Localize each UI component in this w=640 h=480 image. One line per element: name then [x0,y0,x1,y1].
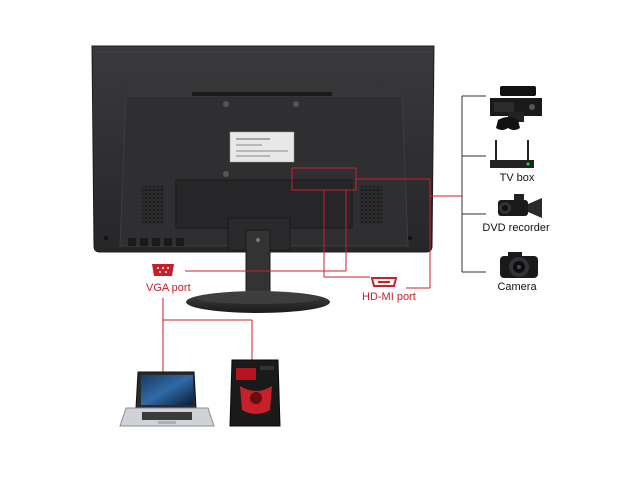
connection-lines [162,178,462,372]
laptop-icon [119,371,215,427]
monitor-stand [186,217,330,313]
dvd-recorder-label: DVD recorder [482,222,550,234]
spec-label [229,131,295,163]
camera-icon [500,252,538,278]
tv-box-label: TV box [499,172,535,184]
vga-port-icon [152,264,174,276]
tv-box-icon [490,140,534,168]
camcorder-icon [498,194,542,218]
hdmi-port-label: HD-MI port [362,291,416,303]
hdmi-port-icon [370,277,398,287]
camera-label: Camera [497,281,537,293]
monitor-back [91,45,435,253]
vga-port-label: VGA port [146,282,191,294]
monitor-buttons [128,238,184,246]
device-bracket [461,95,486,273]
game-console-icon [490,86,542,130]
desktop-tower-icon [229,359,281,427]
